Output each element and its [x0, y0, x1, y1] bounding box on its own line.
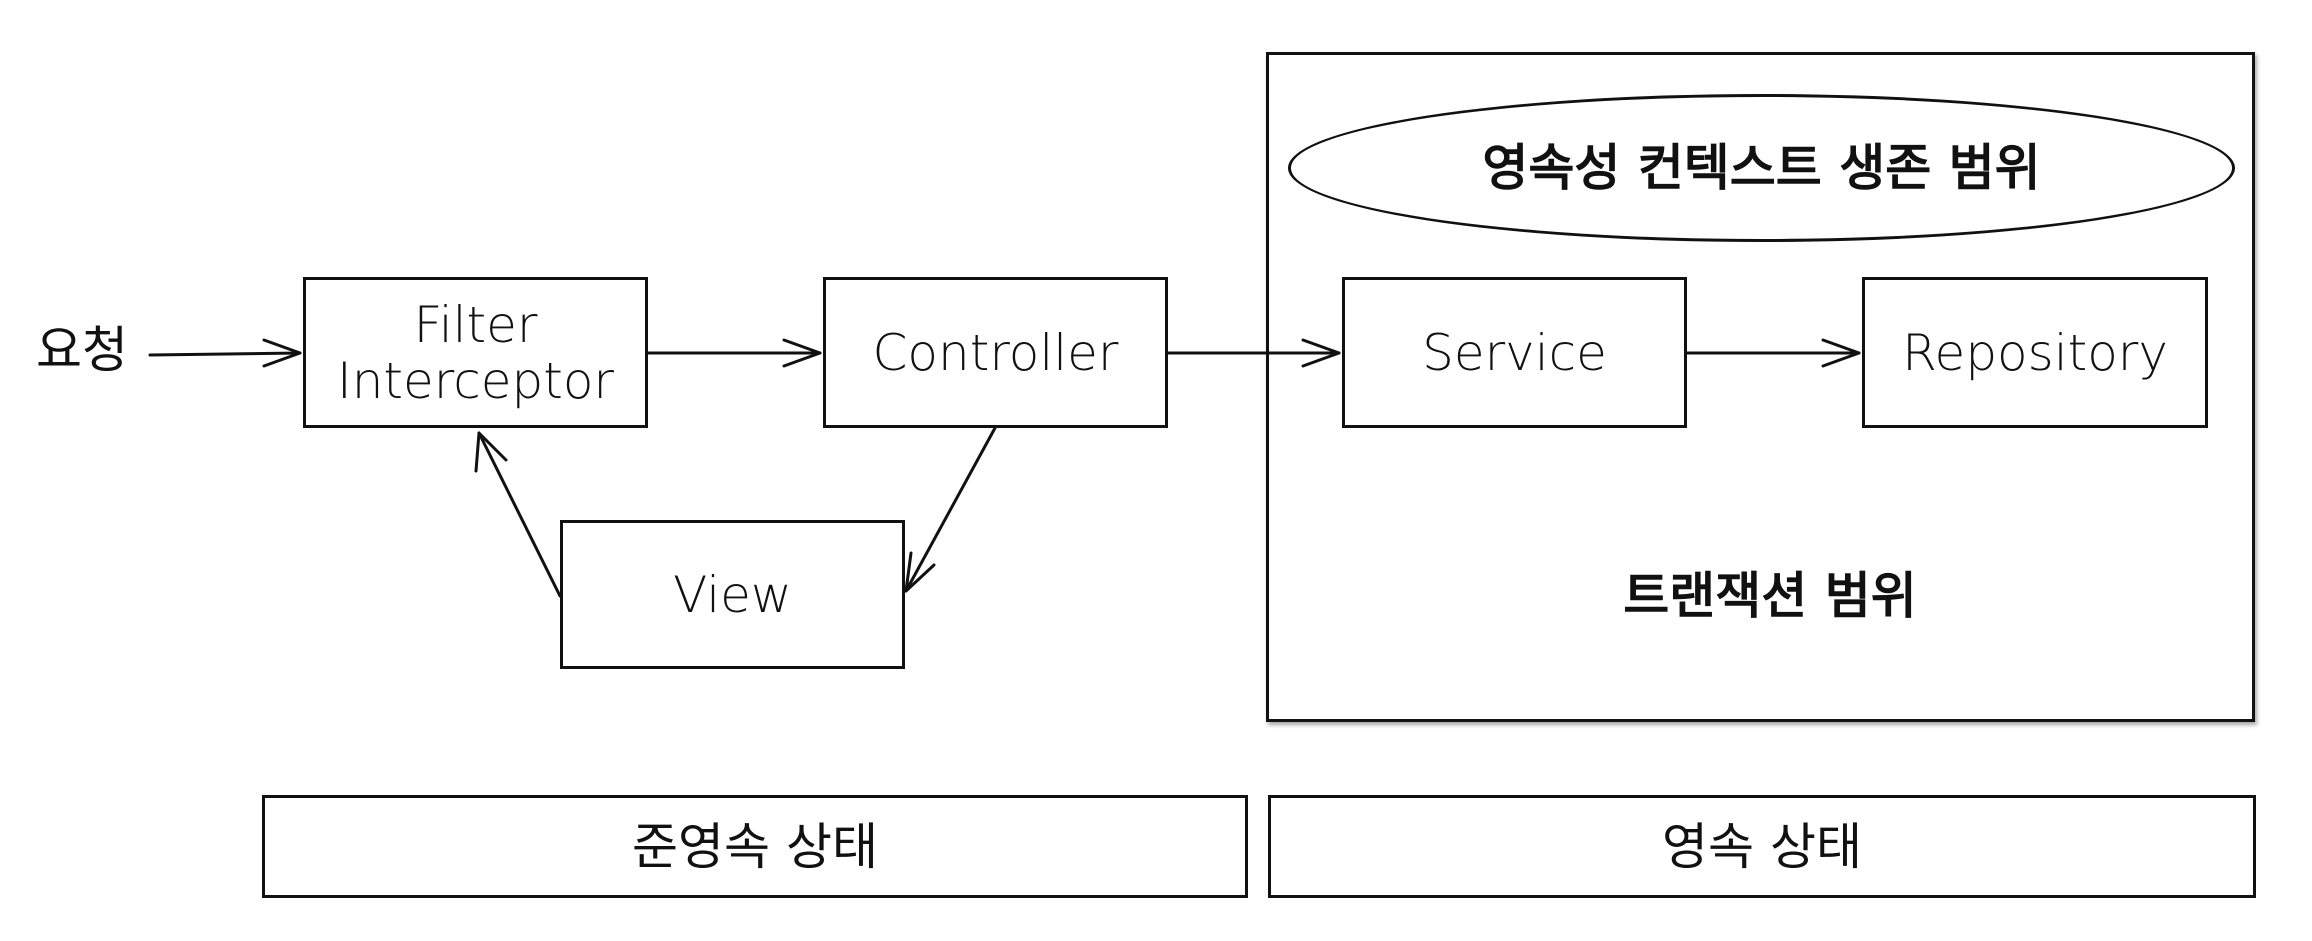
request-label: 요청 — [36, 321, 128, 379]
service-node: Service — [1342, 277, 1687, 428]
filter-interceptor-node: Filter Interceptor — [303, 277, 648, 428]
transaction-scope-label: 트랜잭션 범위 — [1623, 567, 1917, 625]
arrow-view-to-filter — [474, 431, 562, 598]
arrow-request-to-filter — [148, 338, 302, 368]
persistence-context-oval: 영속성 컨텍스트 생존 범위 — [1288, 94, 2235, 242]
arrow-controller-to-view — [904, 426, 997, 593]
controller-label: Controller — [872, 323, 1119, 382]
filter-interceptor-label: Filter Interceptor — [336, 295, 614, 410]
persistent-state-bar: 영속 상태 — [1268, 795, 2256, 898]
arrow-filter-to-controller — [646, 338, 822, 368]
view-label: View — [673, 565, 792, 624]
view-node: View — [560, 520, 905, 669]
detached-state-bar: 준영속 상태 — [262, 795, 1248, 898]
repository-node: Repository — [1862, 277, 2208, 428]
persistent-state-label: 영속 상태 — [1662, 817, 1862, 876]
service-label: Service — [1422, 323, 1607, 382]
controller-node: Controller — [823, 277, 1168, 428]
persistence-context-label: 영속성 컨텍스트 생존 범위 — [1482, 139, 2041, 197]
repository-label: Repository — [1902, 323, 2168, 382]
detached-state-label: 준영속 상태 — [632, 817, 878, 876]
